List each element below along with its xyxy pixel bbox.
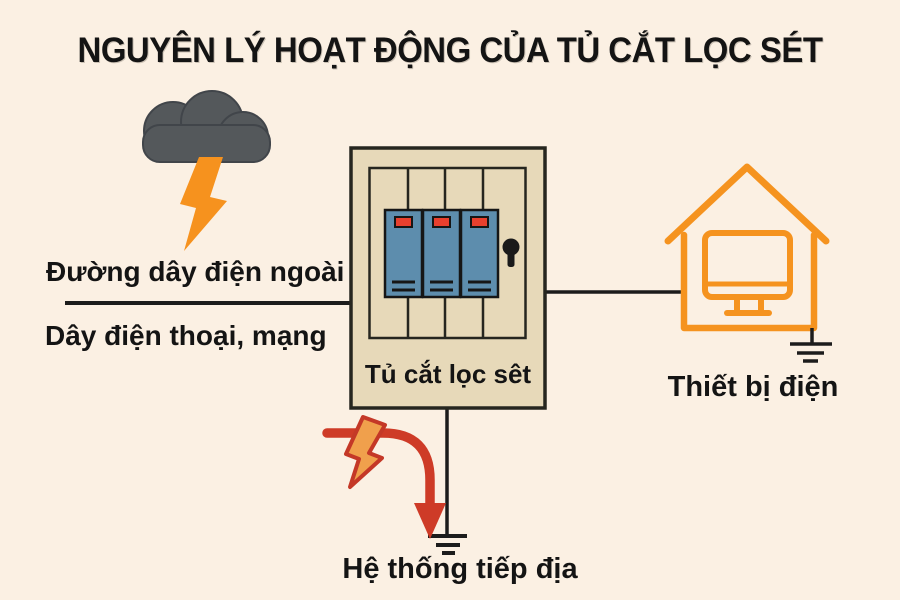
surge-arrow-icon xyxy=(322,428,446,539)
surge-cabinet-icon xyxy=(349,146,547,410)
cabinet-ground-symbol-icon xyxy=(428,534,467,555)
breaker-vents xyxy=(392,280,491,292)
label-external-power-line: Đường dây điện ngoài xyxy=(46,256,345,287)
breaker-switches xyxy=(394,216,489,228)
label-electric-device: Thiết bị điện xyxy=(667,371,839,403)
keyhole-icon xyxy=(502,238,520,267)
page-title: NGUYÊN LÝ HOẠT ĐỘNG CỦA TỦ CẮT LỌC SÉT xyxy=(77,31,823,70)
lightning-bolt-icon xyxy=(180,157,227,251)
house-ground-symbol-icon xyxy=(790,328,832,363)
label-grounding-system: Hệ thống tiếp địa xyxy=(342,553,578,585)
cabinet-door-panel xyxy=(368,166,527,340)
house-icon xyxy=(664,163,830,332)
house-walls xyxy=(680,231,818,332)
surge-lightning-icon xyxy=(344,415,387,489)
monitor-icon xyxy=(702,230,793,316)
storm-cloud-icon xyxy=(142,90,271,163)
label-phone-network-line: Dây điện thoại, mạng xyxy=(45,320,327,351)
label-surge-cabinet: Tủ cắt lọc sêt xyxy=(364,359,532,389)
house-roof xyxy=(664,163,830,245)
surge-arrowhead xyxy=(414,503,446,539)
connection-lines xyxy=(65,290,684,535)
